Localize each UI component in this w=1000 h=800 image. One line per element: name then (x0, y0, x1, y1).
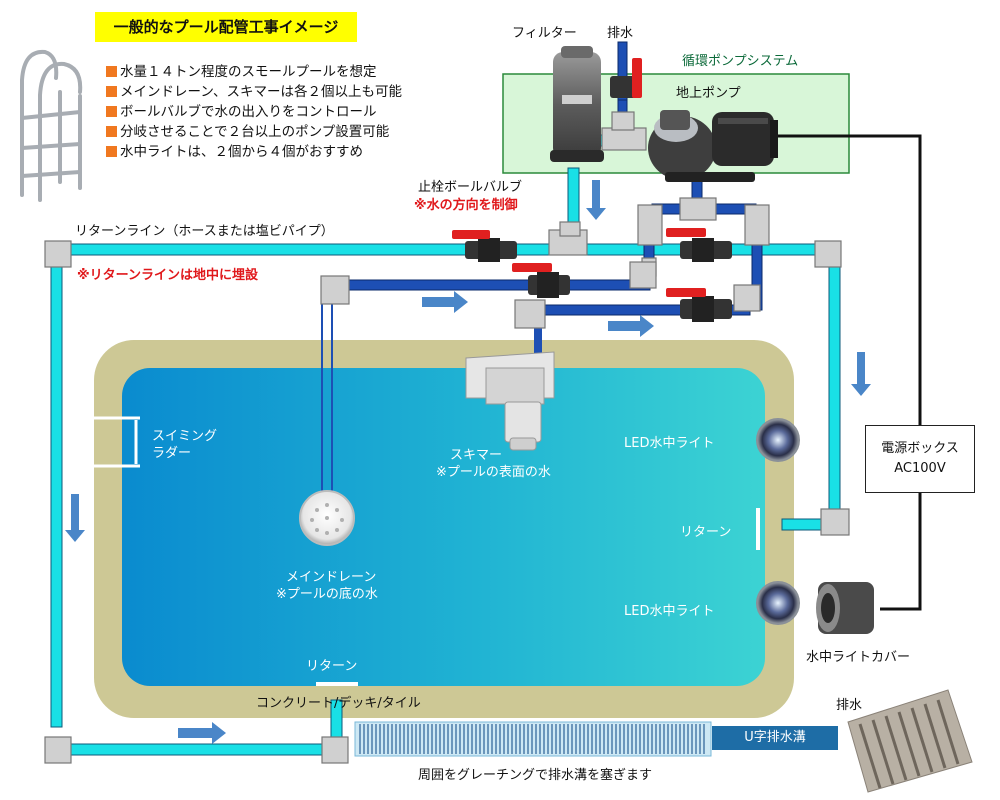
main-drain-note: ※プールの底の水 (276, 587, 378, 602)
bullet-icon (106, 126, 117, 137)
pump-system-label: 循環ポンプシステム (682, 54, 799, 69)
u-drain-label: U字排水溝 (712, 726, 838, 750)
drain-right-label: 排水 (836, 698, 863, 713)
ladder-label-1: スイミング (152, 429, 218, 444)
return-outlet-right (756, 508, 760, 550)
return-outlet-bottom (316, 682, 358, 686)
power-cables (778, 134, 922, 611)
pipe-fittings (44, 111, 850, 764)
pool-water (122, 368, 765, 686)
drain-top-label: 排水 (607, 26, 634, 41)
led-light-upper (756, 418, 800, 462)
led-light-lower (756, 581, 800, 625)
ball-valve-label: 止栓ボールバルブ (418, 180, 523, 195)
ground-pump (648, 110, 778, 182)
flow-arrow-right-drain (422, 291, 468, 313)
bullet-icon (106, 66, 117, 77)
pool-ladder-image (20, 49, 83, 202)
note-item: 水中ライトは、２個から４個がおすすめ (106, 142, 402, 162)
flow-arrow-right-bottom (178, 722, 226, 744)
flow-arrow-down-right (851, 352, 871, 396)
note-item: ボールバルブで水の出入りをコントロール (106, 102, 402, 122)
note-item: メインドレーン、スキマーは各２個以上も可能 (106, 82, 402, 102)
return-bottom-label: リターン (306, 659, 358, 674)
ball-valve-return (452, 230, 517, 262)
power-box-voltage: AC100V (894, 461, 946, 476)
filter-label: フィルター (512, 26, 577, 41)
swimming-ladder (90, 416, 140, 468)
light-cover-label: 水中ライトカバー (806, 650, 911, 665)
diagram-title: 一般的なプール配管工事イメージ (95, 12, 357, 42)
power-box-label: 電源ボックス (881, 441, 959, 456)
led-light-label-upper: LED水中ライト (624, 436, 715, 451)
note-item: 水量１４トン程度のスモールプールを想定 (106, 62, 402, 82)
grating-note: 周囲をグレーチングで排水溝を塞ぎます (418, 768, 653, 783)
grating-image (847, 689, 973, 793)
notes-list: 水量１４トン程度のスモールプールを想定 メインドレーン、スキマーは各２個以上も可… (106, 62, 402, 162)
flow-arrow-down-pump (586, 180, 606, 220)
bullet-icon (106, 106, 117, 117)
note-item: 分岐させることで２台以上のポンプ設置可能 (106, 122, 402, 142)
ball-valve-pump-return (666, 228, 732, 262)
main-drain-unit (299, 490, 355, 546)
filter-tank (550, 46, 604, 162)
ground-pump-label: 地上ポンプ (676, 86, 741, 101)
main-drain-label: メインドレーン (286, 570, 377, 585)
bullet-icon (106, 146, 117, 157)
deck-label: コンクリート/デッキ/タイル (256, 696, 421, 711)
led-light-label-lower: LED水中ライト (624, 604, 715, 619)
flow-arrows (65, 180, 871, 744)
skimmer-unit (465, 351, 555, 451)
skimmer-label: スキマー (450, 448, 503, 463)
ball-valve-note: ※水の方向を制御 (414, 198, 518, 213)
skimmer-note: ※プールの表面の水 (436, 465, 551, 480)
ball-valve-skimmer (666, 288, 732, 322)
ball-valve-drain-top (610, 58, 642, 98)
light-cover-unit (816, 582, 874, 634)
return-line-label: リターンライン（ホースまたは塩ビパイプ） (75, 224, 334, 239)
power-box: 電源ボックス AC100V (865, 425, 975, 493)
bullet-icon (106, 86, 117, 97)
grating-channel (354, 721, 712, 757)
flow-arrow-right-skimmer (608, 315, 654, 337)
ladder-label-2: ラダー (152, 446, 192, 461)
flow-arrow-down-left (65, 494, 85, 542)
return-right-label: リターン (680, 525, 732, 540)
return-line-note: ※リターンラインは地中に埋設 (77, 268, 258, 283)
ball-valve-main-drain (512, 263, 570, 298)
